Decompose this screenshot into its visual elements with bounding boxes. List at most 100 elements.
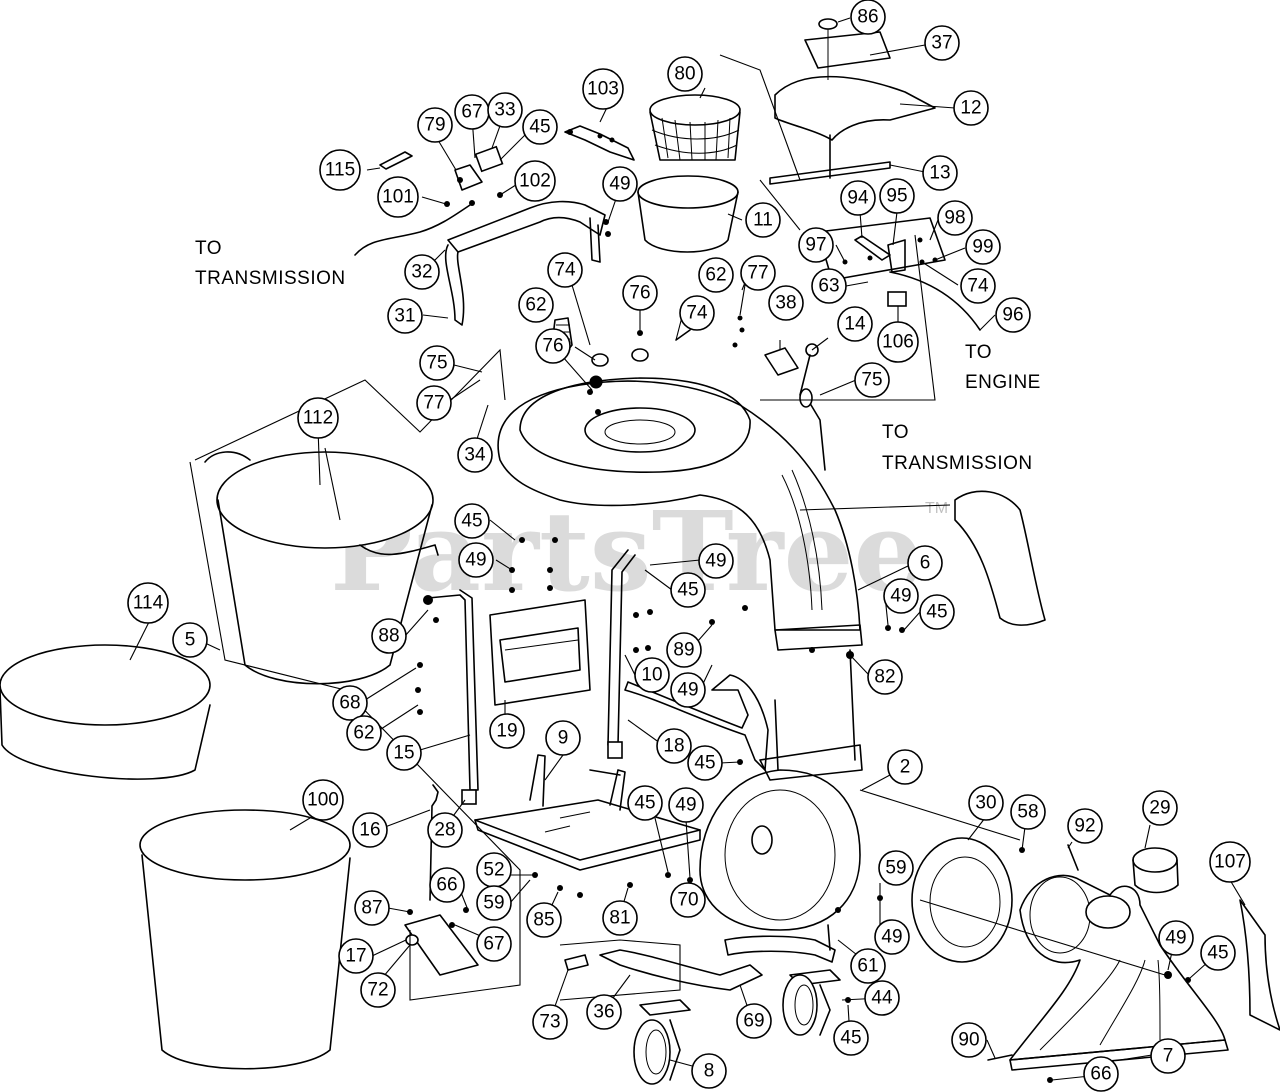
svg-text:115: 115 xyxy=(325,160,355,181)
callout: 73 xyxy=(532,1004,568,1040)
callout: 72 xyxy=(360,972,396,1008)
svg-text:2: 2 xyxy=(900,757,911,778)
part-44-caster-rear xyxy=(782,969,841,1036)
svg-text:62: 62 xyxy=(705,265,726,286)
callout: 61 xyxy=(850,948,886,984)
callout: 49 xyxy=(874,919,910,955)
svg-text:59: 59 xyxy=(483,893,504,914)
part-103-linkage xyxy=(564,125,635,161)
svg-text:33: 33 xyxy=(494,100,515,121)
svg-text:49: 49 xyxy=(675,795,696,816)
svg-text:63: 63 xyxy=(818,276,839,297)
part-73-pin xyxy=(564,954,589,971)
callout: 96 xyxy=(995,297,1031,333)
part-2-blower-housing xyxy=(699,649,863,931)
callout: 11 xyxy=(745,202,781,238)
svg-text:59: 59 xyxy=(885,858,906,879)
svg-text:66: 66 xyxy=(1090,1064,1111,1085)
svg-text:8: 8 xyxy=(704,1061,715,1082)
svg-text:7: 7 xyxy=(1163,1046,1174,1067)
callout: 58 xyxy=(1010,794,1046,830)
svg-text:44: 44 xyxy=(871,988,893,1009)
callout: 49 xyxy=(458,542,494,578)
callout: 81 xyxy=(602,900,638,936)
callout: 10 xyxy=(634,657,670,693)
svg-text:95: 95 xyxy=(886,186,907,207)
svg-text:13: 13 xyxy=(929,163,950,184)
callout: 59 xyxy=(878,850,914,886)
part-30-gasket xyxy=(911,837,1013,963)
part-12-deflector xyxy=(774,75,936,141)
callout: 62 xyxy=(518,287,554,323)
svg-text:76: 76 xyxy=(542,336,563,357)
callout: 82 xyxy=(867,659,903,695)
part-90-screw xyxy=(987,1054,1013,1061)
callout: 45 xyxy=(919,594,955,630)
callout: 33 xyxy=(487,92,523,128)
callout: 74 xyxy=(679,295,715,331)
note-to-transmission-1-line1: TO xyxy=(195,238,222,259)
callout: 97 xyxy=(798,227,834,263)
svg-text:67: 67 xyxy=(483,934,504,955)
note-to-transmission-1-line2: TRANSMISSION xyxy=(195,268,346,289)
part-37-plate xyxy=(804,31,891,69)
callout: 8 xyxy=(691,1053,727,1089)
svg-text:70: 70 xyxy=(677,890,698,911)
svg-text:36: 36 xyxy=(593,1002,614,1023)
watermark-trademark: TM xyxy=(925,500,948,517)
svg-text:74: 74 xyxy=(686,303,708,324)
callout: 76 xyxy=(622,275,658,311)
svg-text:49: 49 xyxy=(465,550,486,571)
callout: 45 xyxy=(627,785,663,821)
part-107-flap xyxy=(1239,899,1280,1031)
callout: 45 xyxy=(687,745,723,781)
svg-text:87: 87 xyxy=(361,898,382,919)
callout: 76 xyxy=(535,328,571,364)
callout: 67 xyxy=(454,94,490,130)
callout: 52 xyxy=(476,852,512,888)
callout: 92 xyxy=(1067,808,1103,844)
callout: 75 xyxy=(419,345,455,381)
svg-text:31: 31 xyxy=(394,306,415,327)
callout: 62 xyxy=(346,715,382,751)
callout: 12 xyxy=(953,90,989,126)
callout: 90 xyxy=(951,1022,987,1058)
callout: 87 xyxy=(354,890,390,926)
callout: 45 xyxy=(833,1020,869,1056)
svg-text:68: 68 xyxy=(339,693,360,714)
svg-text:107: 107 xyxy=(1214,852,1246,873)
part-11-bowl xyxy=(637,175,739,253)
svg-text:45: 45 xyxy=(1207,943,1228,964)
notes: TO TRANSMISSION TO ENGINE TO TRANSMISSIO… xyxy=(195,238,1040,474)
svg-text:18: 18 xyxy=(663,736,684,757)
svg-text:74: 74 xyxy=(554,260,576,281)
callout: 9 xyxy=(545,720,581,756)
part-29-cap xyxy=(1132,847,1179,894)
svg-text:94: 94 xyxy=(847,188,869,209)
part-38-bracket xyxy=(764,347,799,376)
housing-hardware xyxy=(509,537,905,765)
part-13-rod xyxy=(769,161,891,185)
callout: 5 xyxy=(172,622,208,658)
svg-text:45: 45 xyxy=(926,602,947,623)
callout: 69 xyxy=(736,1003,772,1039)
part-86-knob xyxy=(818,18,838,30)
part-115-pin xyxy=(379,151,413,170)
callout: 74 xyxy=(547,252,583,288)
svg-text:98: 98 xyxy=(944,208,965,229)
svg-text:88: 88 xyxy=(378,626,399,647)
callout: 115 xyxy=(319,149,361,191)
callout: 66 xyxy=(1083,1056,1119,1092)
part-72-bushing xyxy=(405,934,419,946)
svg-text:79: 79 xyxy=(424,115,445,136)
svg-text:96: 96 xyxy=(1002,305,1023,326)
callout: 6 xyxy=(907,545,943,581)
callout: 37 xyxy=(924,25,960,61)
part-100-bag xyxy=(139,809,351,1070)
svg-text:77: 77 xyxy=(423,393,444,414)
part-17-pedal xyxy=(404,914,479,976)
svg-text:15: 15 xyxy=(393,743,414,764)
svg-text:112: 112 xyxy=(303,408,333,429)
callout: 49 xyxy=(698,543,734,579)
